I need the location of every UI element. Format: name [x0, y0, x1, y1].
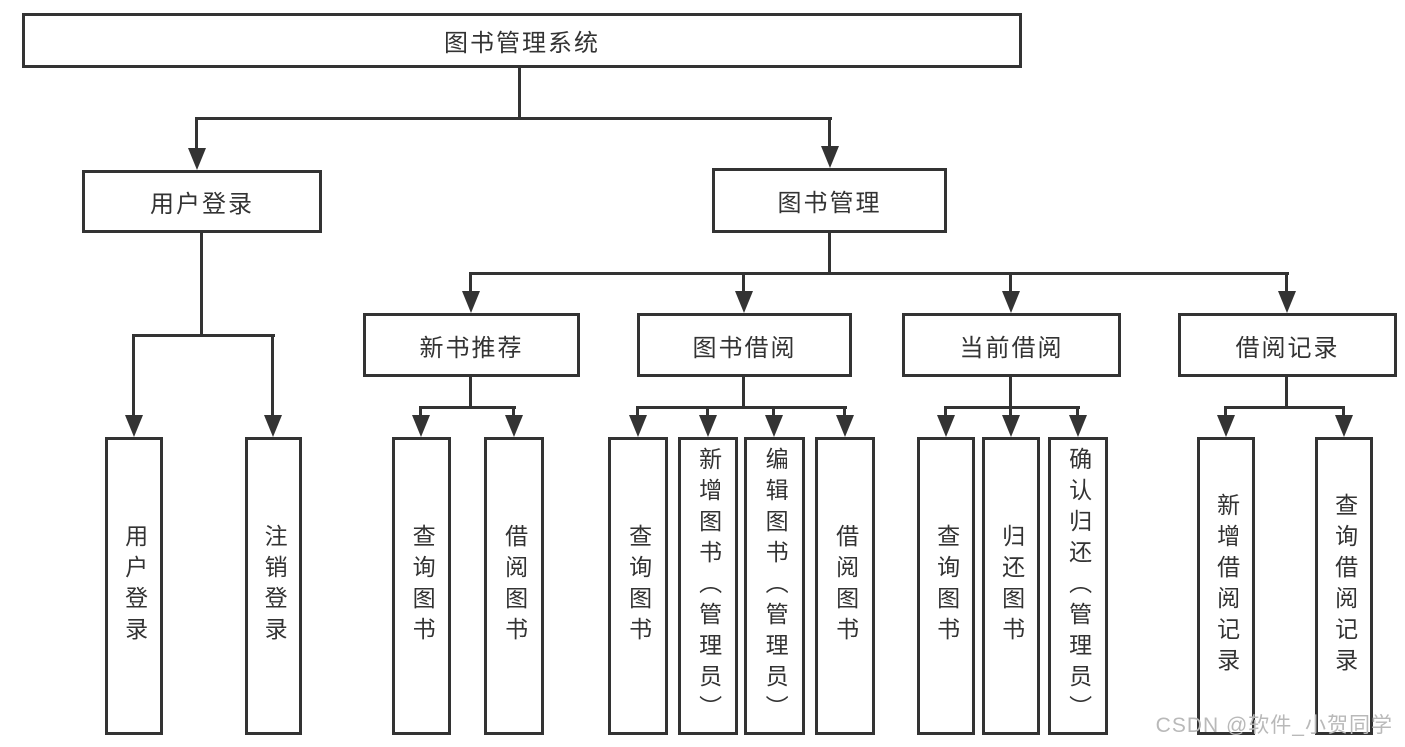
node-label: 图书管理系统	[444, 30, 600, 57]
leaf-user-login: 用户登录	[105, 437, 163, 735]
node-label: 借阅记录	[1235, 334, 1340, 362]
connector-line	[636, 406, 639, 415]
connector-line	[828, 117, 831, 146]
connector-line	[1224, 406, 1344, 409]
node-label: 用户登录	[121, 524, 148, 648]
connector-line	[469, 272, 472, 291]
leaf-borrow-books-recommend: 借阅图书	[484, 437, 544, 735]
arrow-down-icon	[1335, 415, 1353, 437]
arrow-down-icon	[629, 415, 647, 437]
leaf-query-books-current: 查询图书	[917, 437, 975, 735]
connector-line	[1342, 406, 1345, 415]
node-label: 注销登录	[261, 524, 288, 648]
arrow-down-icon	[462, 291, 480, 313]
connector-line	[419, 406, 422, 415]
connector-line	[518, 68, 521, 118]
arrow-down-icon	[1002, 291, 1020, 313]
arrow-down-icon	[699, 415, 717, 437]
node-label: 图书管理	[777, 190, 882, 217]
node-label: 新增图书（管理员）	[695, 446, 722, 726]
node-book-management: 图书管理	[712, 168, 947, 233]
arrow-down-icon	[735, 291, 753, 313]
connector-line	[1285, 376, 1288, 408]
connector-line	[636, 406, 847, 409]
arrow-down-icon	[937, 415, 955, 437]
node-current-borrow: 当前借阅	[902, 313, 1121, 377]
arrow-down-icon	[836, 415, 854, 437]
node-label: 借阅图书	[501, 524, 528, 648]
connector-line	[706, 406, 709, 415]
node-label: 新书推荐	[419, 334, 524, 362]
connector-line	[944, 406, 1080, 409]
leaf-confirm-return-admin: 确认归还（管理员）	[1048, 437, 1108, 735]
arrow-down-icon	[264, 415, 282, 437]
node-label: 查询图书	[933, 524, 960, 648]
arrow-down-icon	[412, 415, 430, 437]
connector-line	[742, 272, 745, 291]
connector-line	[419, 406, 516, 409]
node-label: 新增借阅记录	[1213, 493, 1240, 679]
connector-line	[828, 231, 831, 273]
arrow-down-icon	[505, 415, 523, 437]
node-label: 当前借阅	[959, 334, 1064, 362]
node-user-login: 用户登录	[82, 170, 322, 233]
leaf-query-books-recommend: 查询图书	[392, 437, 451, 735]
connector-line	[1009, 272, 1012, 291]
leaf-return-books: 归还图书	[982, 437, 1040, 735]
leaf-edit-book-admin: 编辑图书（管理员）	[744, 437, 805, 735]
node-label: 查询图书	[625, 524, 652, 648]
connector-line	[271, 334, 274, 415]
arrow-down-icon	[765, 415, 783, 437]
connector-line	[1076, 406, 1079, 415]
arrow-down-icon	[821, 146, 839, 168]
arrow-down-icon	[188, 148, 206, 170]
arrow-down-icon	[125, 415, 143, 437]
node-label: 图书借阅	[692, 334, 797, 362]
leaf-query-borrow-record: 查询借阅记录	[1315, 437, 1373, 735]
connector-line	[1009, 406, 1012, 415]
leaf-borrow-books-borrow: 借阅图书	[815, 437, 875, 735]
connector-line	[132, 334, 275, 337]
connector-line	[772, 406, 775, 415]
node-label: 编辑图书（管理员）	[762, 446, 789, 726]
connector-line	[1224, 406, 1227, 415]
connector-line	[843, 406, 846, 415]
connector-line	[1009, 376, 1012, 408]
node-new-book-recommend: 新书推荐	[363, 313, 580, 377]
connector-line	[469, 272, 1289, 275]
arrow-down-icon	[1278, 291, 1296, 313]
csdn-watermark: CSDN @软件_小贺同学	[1155, 714, 1393, 737]
node-borrow-records: 借阅记录	[1178, 313, 1397, 377]
arrow-down-icon	[1217, 415, 1235, 437]
connector-line	[1285, 272, 1288, 291]
node-label: 归还图书	[998, 524, 1025, 648]
arrow-down-icon	[1002, 415, 1020, 437]
node-label: 确认归还（管理员）	[1065, 446, 1092, 726]
leaf-add-book-admin: 新增图书（管理员）	[678, 437, 738, 735]
leaf-add-borrow-record: 新增借阅记录	[1197, 437, 1255, 735]
connector-line	[200, 231, 203, 335]
connector-line	[742, 376, 745, 408]
arrow-down-icon	[1069, 415, 1087, 437]
node-label: 用户登录	[150, 191, 254, 218]
connector-line	[195, 117, 198, 148]
connector-line	[469, 376, 472, 408]
node-book-borrow: 图书借阅	[637, 313, 852, 377]
connector-line	[195, 117, 832, 120]
node-label: 借阅图书	[832, 524, 859, 648]
leaf-query-books-borrow: 查询图书	[608, 437, 668, 735]
connector-line	[132, 334, 135, 415]
connector-line	[944, 406, 947, 415]
leaf-logout: 注销登录	[245, 437, 302, 735]
connector-line	[512, 406, 515, 415]
node-label: 查询图书	[409, 524, 436, 648]
node-library-management-system: 图书管理系统	[22, 13, 1022, 68]
node-label: 查询借阅记录	[1331, 493, 1358, 679]
